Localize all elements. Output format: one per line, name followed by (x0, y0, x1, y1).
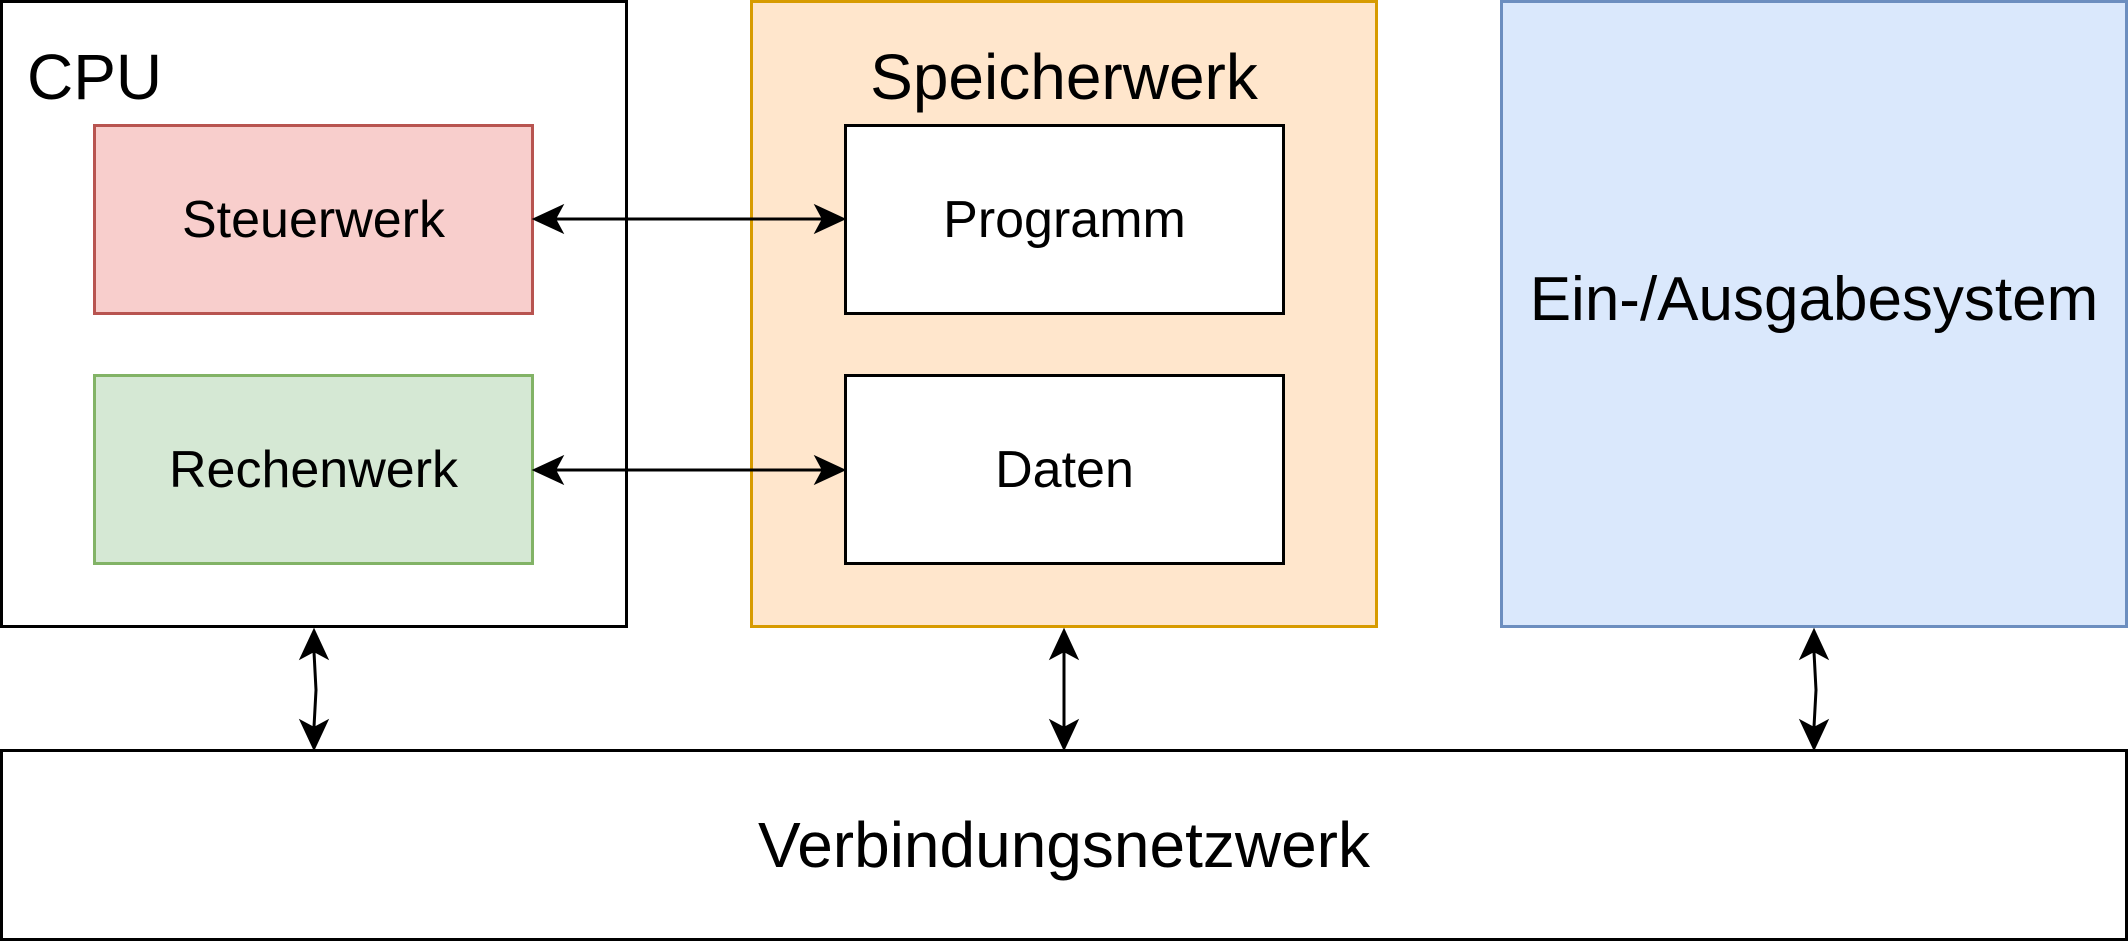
arrowhead-down-io (1798, 718, 1830, 752)
network-block: Verbindungsnetzwerk (0, 749, 2128, 941)
arrowhead-down-cpu (298, 718, 330, 752)
arrowhead-up-speicherwerk (1048, 627, 1080, 661)
rechenwerk-block: Rechenwerk (93, 374, 534, 565)
io-system-label: Ein-/Ausgabesystem (1529, 264, 2099, 334)
network-label: Verbindungsnetzwerk (758, 809, 1370, 881)
steuerwerk-label: Steuerwerk (182, 190, 445, 249)
arrow-io-network (1812, 651, 1818, 728)
speicherwerk-title: Speicherwerk (870, 41, 1258, 113)
io-system-block: Ein-/Ausgabesystem (1500, 0, 2128, 628)
programm-label: Programm (943, 190, 1186, 249)
arrowhead-down-speicherwerk (1048, 718, 1080, 752)
programm-block: Programm (844, 124, 1285, 315)
rechenwerk-label: Rechenwerk (168, 440, 459, 499)
cpu-title: CPU (27, 41, 163, 113)
daten-label: Daten (995, 440, 1134, 499)
daten-block: Daten (844, 374, 1285, 565)
steuerwerk-block: Steuerwerk (93, 124, 534, 315)
arrowhead-up-io (1798, 627, 1830, 661)
arrow-cpu-network (312, 651, 318, 728)
arrowhead-up-cpu (298, 627, 330, 661)
